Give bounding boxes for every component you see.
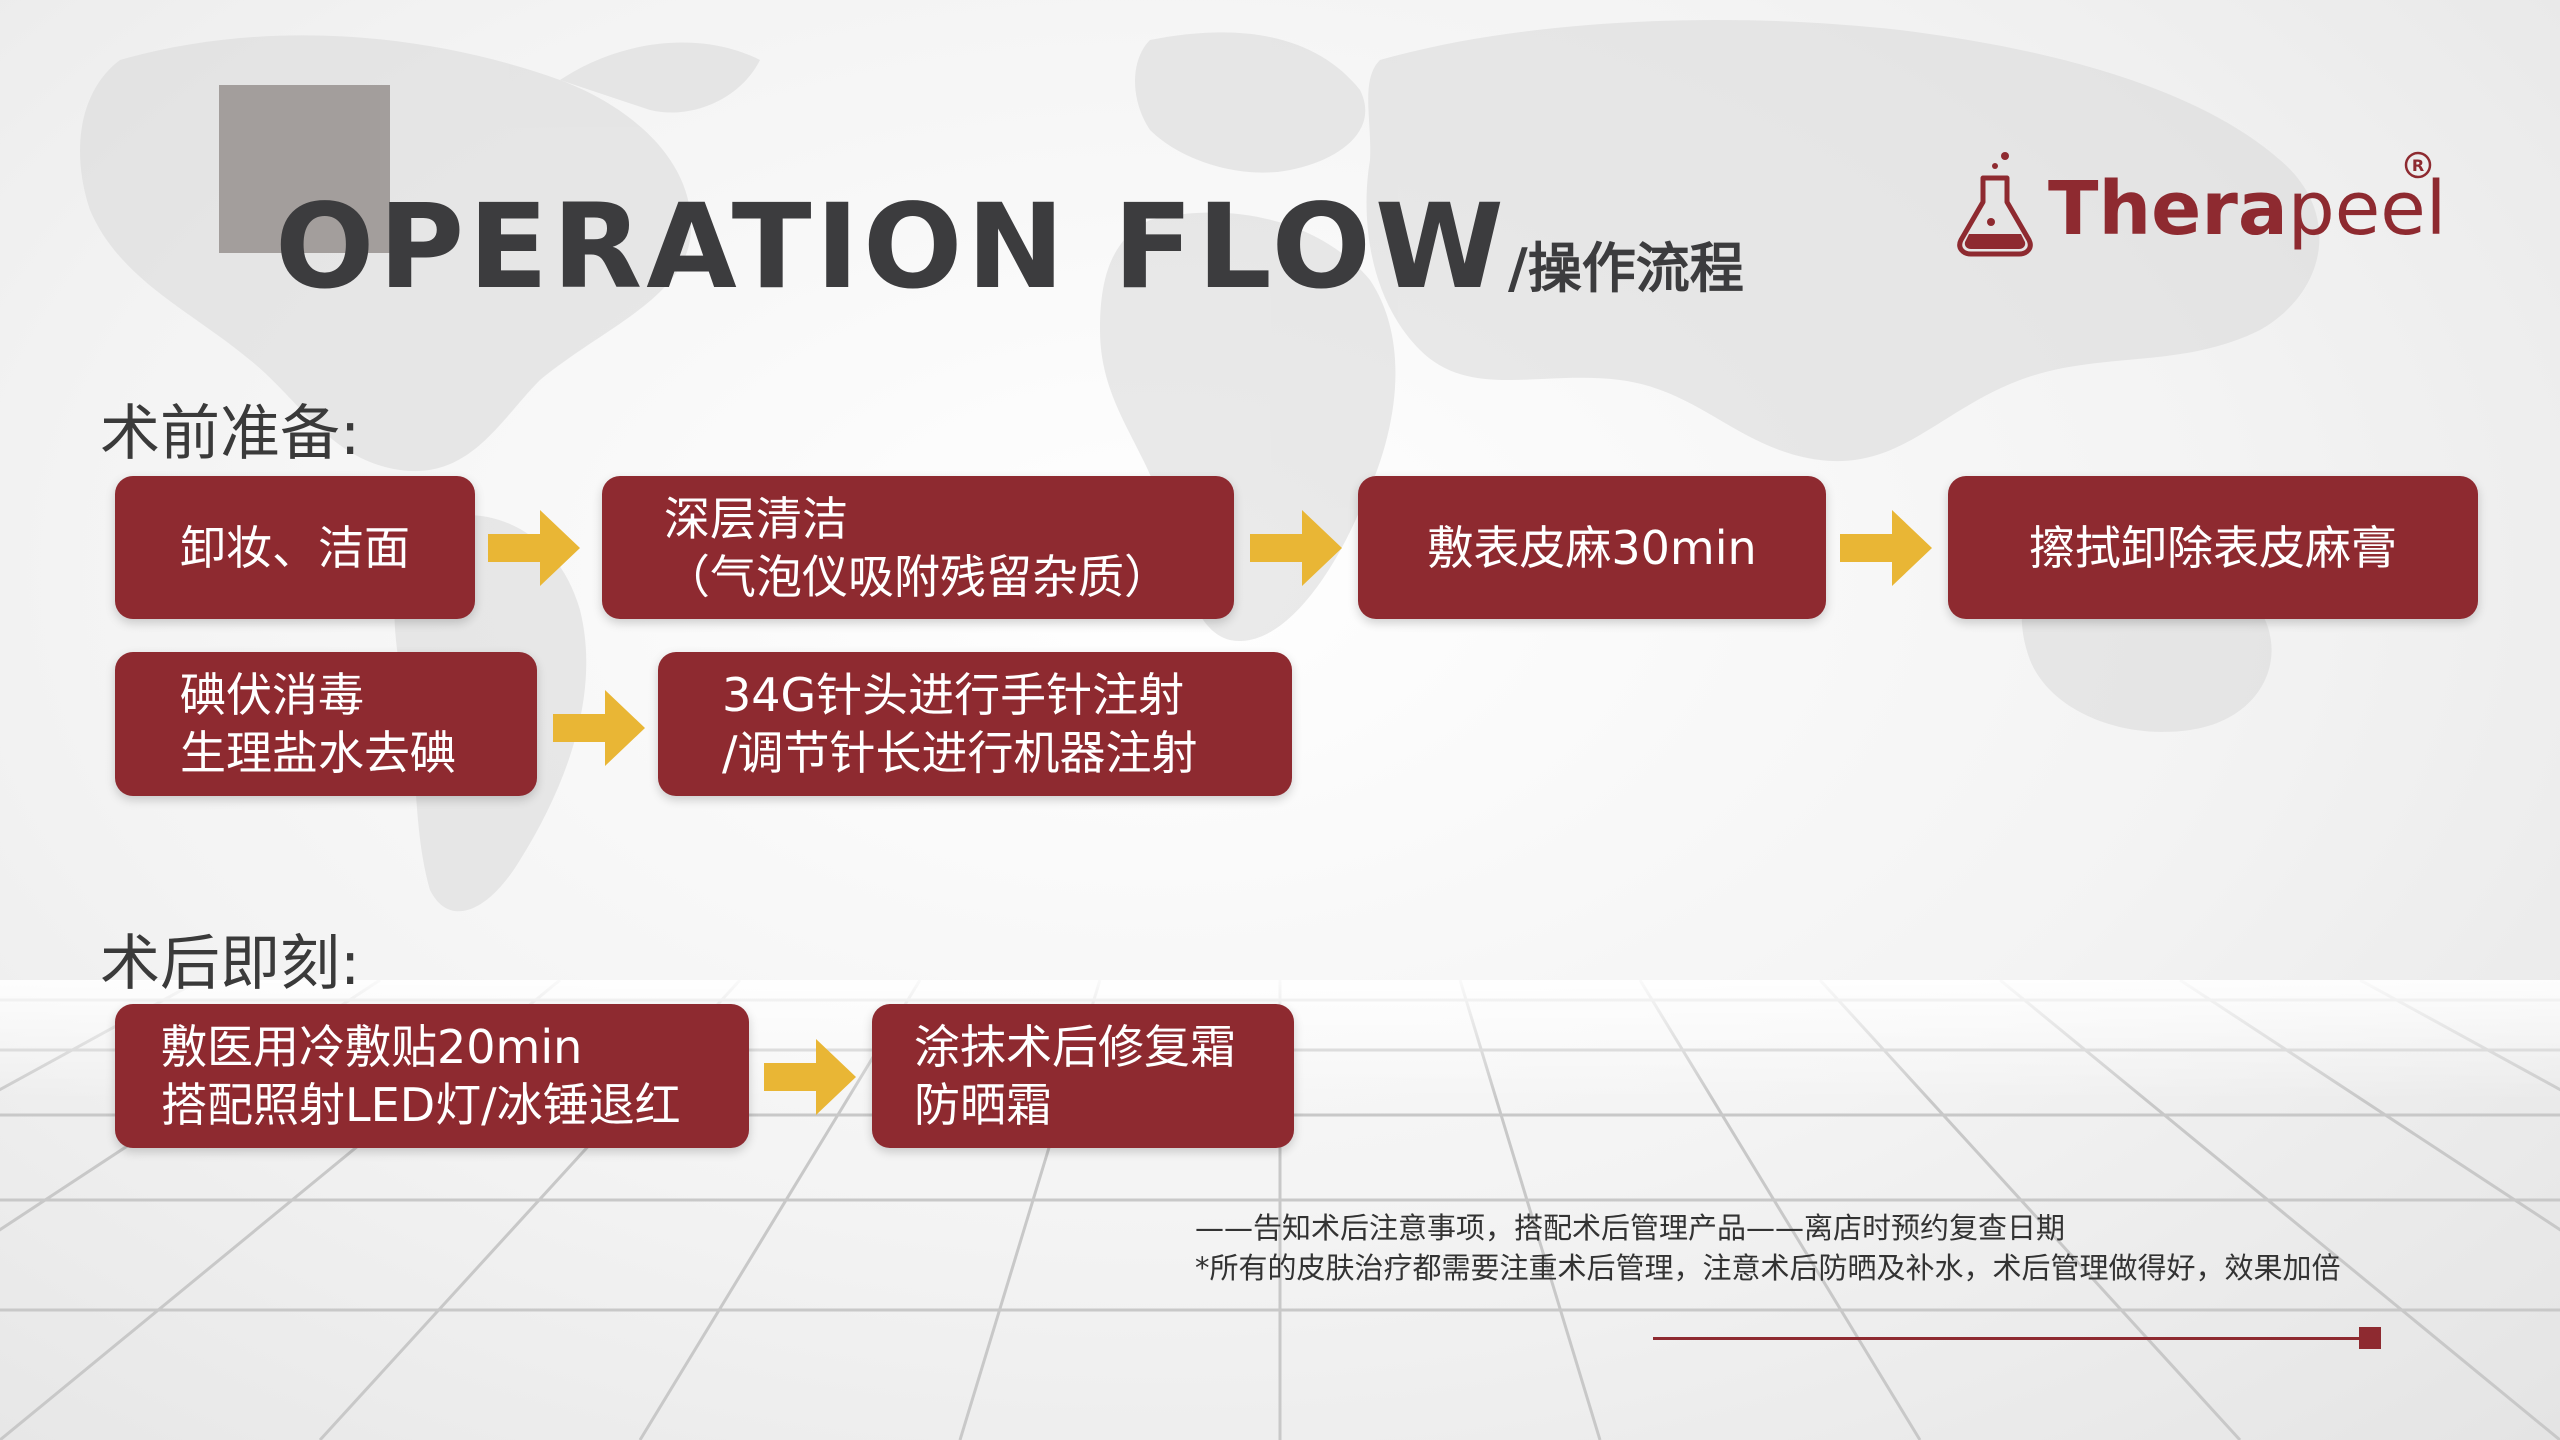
arrow-right-icon bbox=[488, 510, 580, 586]
step-line: 生理盐水去碘 bbox=[180, 726, 456, 780]
flask-icon bbox=[1957, 152, 2033, 257]
step-line: （气泡仪吸附残留杂质） bbox=[664, 549, 1170, 604]
logo-text: Therapeel bbox=[2048, 172, 2446, 246]
step-line: 敷表皮麻30min bbox=[1427, 520, 1757, 575]
step-box-deep-clean: 深层清洁 （气泡仪吸附残留杂质） bbox=[602, 476, 1234, 619]
logo-text-light: peel bbox=[2287, 166, 2447, 252]
section-label-pre: 术前准备: bbox=[100, 399, 361, 469]
title-main: OPERATION FLOW bbox=[275, 178, 1508, 315]
step-line: 敷医用冷敷贴20min bbox=[161, 1020, 583, 1074]
step-box-anesthetic: 敷表皮麻30min bbox=[1358, 476, 1826, 619]
step-line: 卸妆、洁面 bbox=[180, 520, 410, 575]
arrow-right-icon bbox=[553, 690, 645, 766]
step-line: 深层清洁 bbox=[664, 491, 848, 546]
svg-text:R: R bbox=[2412, 156, 2424, 175]
arrow-right-icon bbox=[1250, 510, 1342, 586]
arrow-right-icon bbox=[1840, 510, 1932, 586]
step-box-cold-compress: 敷医用冷敷贴20min 搭配照射LED灯/冰锤退红 bbox=[115, 1004, 749, 1148]
note-line-1: ——告知术后注意事项，搭配术后管理产品——离店时预约复查日期 bbox=[1195, 1211, 2066, 1245]
title-accent-square bbox=[219, 85, 390, 253]
registered-icon: R bbox=[2404, 151, 2432, 179]
step-box-remove-anesthetic: 擦拭卸除表皮麻膏 bbox=[1948, 476, 2478, 619]
step-line: 防晒霜 bbox=[914, 1078, 1052, 1132]
title-sub: /操作流程 bbox=[1507, 237, 1744, 300]
therapeel-logo: Therapeel R bbox=[1953, 150, 2453, 270]
step-line: 搭配照射LED灯/冰锤退红 bbox=[161, 1078, 681, 1132]
decorative-line bbox=[1653, 1337, 2363, 1340]
step-box-disinfect: 碘伏消毒 生理盐水去碘 bbox=[115, 652, 537, 796]
step-box-repair-cream: 涂抹术后修复霜 防晒霜 bbox=[872, 1004, 1294, 1148]
step-line: 擦拭卸除表皮麻膏 bbox=[2029, 520, 2397, 575]
decorative-square bbox=[2359, 1327, 2381, 1349]
step-line: 34G针头进行手针注射 bbox=[722, 668, 1185, 722]
page-title: OPERATION FLOW/操作流程 bbox=[275, 178, 1744, 315]
section-label-post: 术后即刻: bbox=[100, 929, 361, 999]
note-line-2: *所有的皮肤治疗都需要注重术后管理，注意术后防晒及补水，术后管理做得好，效果加倍 bbox=[1195, 1251, 2341, 1285]
step-box-cleanse: 卸妆、洁面 bbox=[115, 476, 475, 619]
step-line: /调节针长进行机器注射 bbox=[722, 726, 1198, 780]
step-line: 涂抹术后修复霜 bbox=[914, 1020, 1236, 1074]
step-line: 碘伏消毒 bbox=[180, 668, 364, 722]
logo-text-bold: Thera bbox=[2048, 166, 2288, 252]
arrow-right-icon bbox=[764, 1039, 856, 1115]
step-box-injection: 34G针头进行手针注射 /调节针长进行机器注射 bbox=[658, 652, 1292, 796]
